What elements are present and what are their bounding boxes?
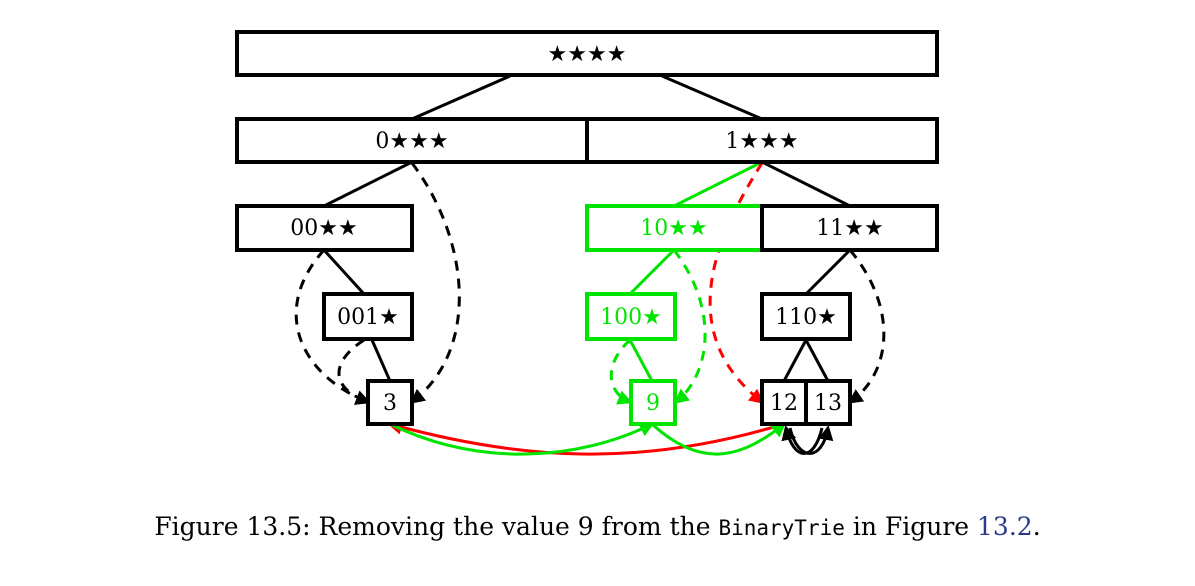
caption-middle: in Figure — [844, 512, 978, 541]
node-100-box — [585, 292, 677, 341]
jump-001-to-3 — [337, 338, 371, 405]
jump-11-to-13 — [847, 249, 886, 404]
node-00-box — [235, 204, 414, 252]
node-11-box — [760, 204, 939, 252]
jump-10-to-9 — [672, 249, 707, 404]
leaf-links — [387, 419, 834, 456]
binary-trie-diagram: ★★★★ 0★★★ 1★★★ 00★★ 10★★ 11★★ 001★ 100★ … — [235, 30, 939, 456]
node-root-label: ★★★★ — [548, 42, 627, 67]
edge-0-00 — [323, 160, 413, 208]
edge-110-13 — [804, 339, 830, 382]
edge-110-12 — [782, 339, 808, 382]
edge-1-11 — [761, 160, 851, 208]
tree-edges — [322, 74, 852, 382]
edge-10-100 — [628, 248, 676, 296]
jump-00-to-3 — [294, 248, 371, 405]
edge-001-3 — [370, 339, 392, 382]
caption-prefix: Figure 13.5: Removing the value 9 from t… — [154, 512, 719, 541]
leaf-9-box — [629, 379, 677, 426]
node-110-label: 110★ — [775, 305, 837, 330]
node-100-label: 100★ — [600, 305, 662, 330]
jump-0-to-3 — [409, 162, 461, 404]
edge-root-0 — [411, 74, 511, 121]
caption-figure-link[interactable]: 13.2 — [977, 512, 1033, 541]
node-11-label: 11★★ — [816, 216, 883, 241]
figure-caption: Figure 13.5: Removing the value 9 from t… — [0, 512, 1195, 541]
node-001-box — [322, 292, 414, 341]
edge-1-10 — [673, 160, 763, 208]
jump-pointers — [294, 162, 886, 405]
edge-00-001 — [322, 248, 366, 296]
edge-100-9 — [628, 339, 654, 382]
jump-100-to-9 — [609, 338, 633, 405]
nodes: ★★★★ 0★★★ 1★★★ 00★★ 10★★ 11★★ 001★ 100★ … — [235, 30, 939, 426]
node-0-label: 0★★★ — [375, 129, 448, 154]
leaf-13-label: 13 — [814, 391, 842, 416]
node-0-box — [235, 117, 589, 164]
link-3-to-9 — [389, 422, 655, 456]
node-110-box — [760, 292, 852, 341]
caption-code: BinaryTrie — [718, 516, 845, 540]
node-001-label: 001★ — [337, 305, 399, 330]
node-10-label: 10★★ — [640, 216, 707, 241]
node-root-box — [235, 30, 939, 77]
node-1-box — [585, 117, 939, 164]
caption-suffix: . — [1032, 512, 1041, 541]
edge-11-110 — [804, 248, 852, 296]
jump-1-to-12 — [708, 162, 765, 404]
edge-root-1 — [661, 74, 763, 121]
leaf-9-label: 9 — [646, 391, 660, 416]
link-12-to-3 — [387, 419, 785, 456]
leaf-13-box — [804, 379, 852, 426]
leaf-12-label: 12 — [770, 391, 798, 416]
leaf-3-box — [366, 379, 414, 426]
leaf-3-label: 3 — [383, 391, 397, 416]
node-1-label: 1★★★ — [725, 129, 798, 154]
node-00-label: 00★★ — [290, 216, 357, 241]
leaf-12-box — [760, 379, 808, 426]
link-9-to-12 — [650, 422, 787, 456]
link-13-to-12 — [781, 425, 824, 455]
